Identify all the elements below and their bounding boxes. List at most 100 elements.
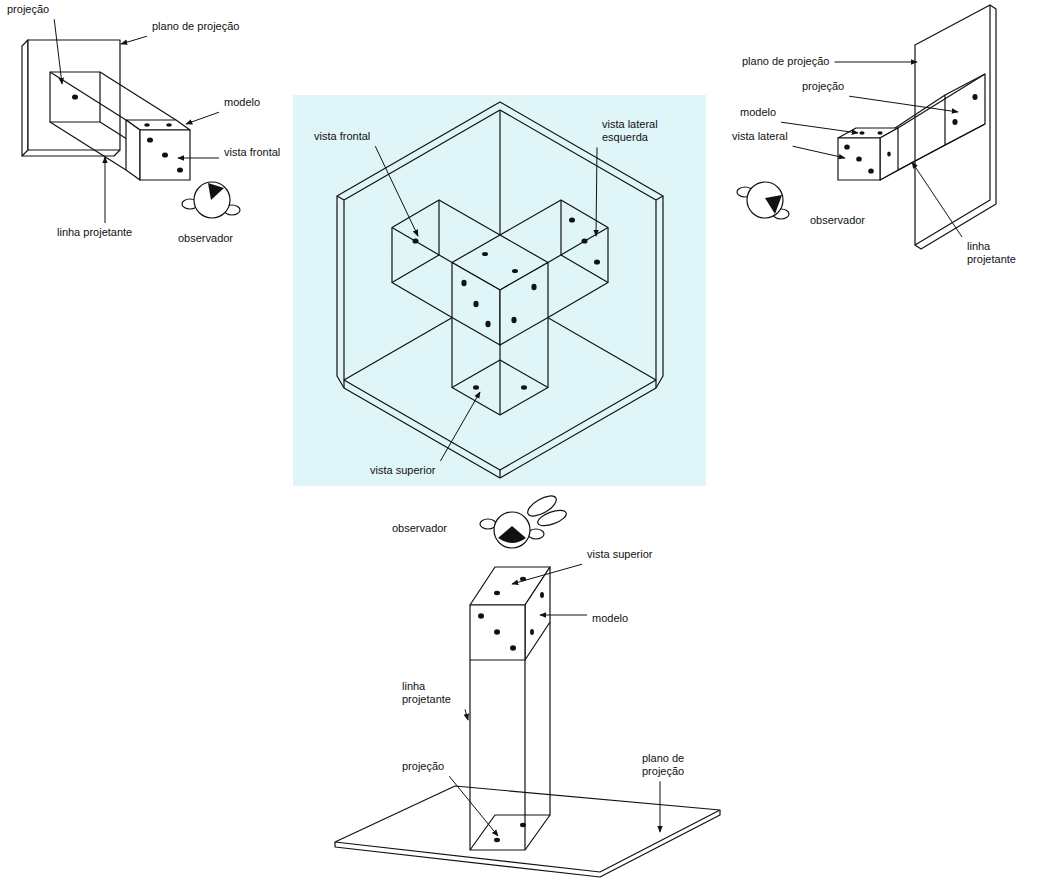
- leader-line: [178, 158, 219, 159]
- leader-line: [105, 157, 106, 223]
- plate-edge: [499, 470, 500, 478]
- plane-junction: [344, 290, 500, 380]
- projecting-line: [549, 622, 550, 815]
- die-pip: [72, 94, 78, 99]
- leader-line: [512, 564, 582, 584]
- die-pip: [147, 137, 153, 142]
- die-face: [880, 128, 898, 180]
- part-label: vista frontal: [222, 146, 282, 159]
- plate-edge: [337, 196, 663, 478]
- frontal-projection-scene: [22, 40, 240, 218]
- leader-line: [849, 96, 958, 112]
- observer-figure: [737, 182, 789, 219]
- leader-line: [660, 781, 661, 832]
- leader-line: [375, 146, 418, 236]
- observer-figure: [182, 182, 240, 218]
- part-label: projeção: [5, 3, 51, 16]
- die-pip: [887, 151, 891, 156]
- die-pip: [569, 217, 575, 222]
- part-label: plano de projeção: [740, 55, 831, 68]
- leader-line: [596, 147, 597, 236]
- die-pip: [530, 629, 534, 635]
- die-pip: [510, 645, 516, 651]
- projecting-line: [898, 74, 985, 128]
- projecting-line: [100, 72, 176, 120]
- projecting-line: [500, 200, 561, 235]
- projection-square: [470, 815, 550, 850]
- observer-head: [194, 182, 230, 218]
- projecting-line: [524, 660, 525, 850]
- die-face: [470, 605, 525, 660]
- part-label: linha projetante: [965, 240, 1027, 266]
- part-label: observador: [808, 214, 867, 227]
- part-label: observador: [176, 232, 235, 245]
- observer-wing: [536, 507, 568, 529]
- plate-edge: [343, 380, 344, 388]
- projecting-line: [392, 228, 452, 263]
- observer-figure: [480, 492, 568, 548]
- die-pip: [512, 269, 518, 273]
- part-label: observador: [390, 522, 449, 535]
- projecting-line: [50, 122, 126, 170]
- leader-line: [449, 776, 498, 836]
- plane-edge: [22, 150, 120, 156]
- die-face: [452, 263, 500, 346]
- projection-plane: [915, 5, 990, 245]
- leader-line: [834, 62, 917, 63]
- panel-ground: [293, 95, 706, 486]
- part-label: plano de projeção: [640, 752, 710, 778]
- projecting-line: [547, 318, 548, 388]
- projecting-line: [439, 200, 500, 235]
- leader-line: [465, 709, 468, 720]
- die-pip: [478, 613, 484, 619]
- plane-edge: [22, 40, 28, 156]
- plate-edge: [655, 380, 656, 388]
- die-pip: [485, 321, 490, 327]
- die-pip: [482, 252, 488, 256]
- lateral-projection-scene: [737, 5, 996, 249]
- die-pip: [162, 152, 168, 157]
- part-label: linha projetante: [400, 680, 462, 706]
- leader-line: [793, 146, 845, 158]
- part-label: vista lateral esquerda: [600, 118, 690, 144]
- die-face: [525, 567, 550, 660]
- part-label: modelo: [738, 106, 778, 119]
- die-pip: [859, 131, 864, 134]
- die-pip: [972, 94, 977, 100]
- part-label: vista lateral: [730, 130, 790, 143]
- part-label: modelo: [222, 96, 262, 109]
- observer-head: [747, 182, 783, 218]
- projecting-line: [451, 318, 452, 388]
- leader-line: [186, 112, 219, 124]
- projecting-line: [499, 345, 500, 415]
- die-pip: [594, 259, 600, 264]
- part-label: plano de projeção: [150, 20, 241, 33]
- die-pip: [461, 280, 466, 286]
- die-pip: [473, 301, 478, 307]
- leader-line: [440, 392, 480, 461]
- die-face: [126, 120, 140, 180]
- projecting-line: [469, 660, 470, 850]
- die-pip: [868, 168, 874, 173]
- die-pip: [856, 156, 862, 161]
- observer-visor: [498, 526, 526, 543]
- projection-planes: [344, 110, 656, 470]
- die-pip: [531, 284, 536, 290]
- three-view-scene: [293, 95, 706, 486]
- die-pip: [540, 592, 544, 598]
- part-label: vista superior: [585, 548, 654, 561]
- part-label: modelo: [590, 612, 630, 625]
- die-face: [140, 130, 190, 180]
- die-pip: [877, 131, 882, 134]
- projection-plane: [28, 40, 120, 150]
- observer-head: [494, 512, 530, 548]
- leader-line: [54, 19, 62, 84]
- projecting-line: [548, 228, 608, 263]
- part-label: projeção: [800, 80, 846, 93]
- leader-line: [912, 162, 962, 237]
- observer-visor: [765, 195, 782, 214]
- die-pip: [844, 144, 850, 149]
- die-pip: [166, 123, 172, 127]
